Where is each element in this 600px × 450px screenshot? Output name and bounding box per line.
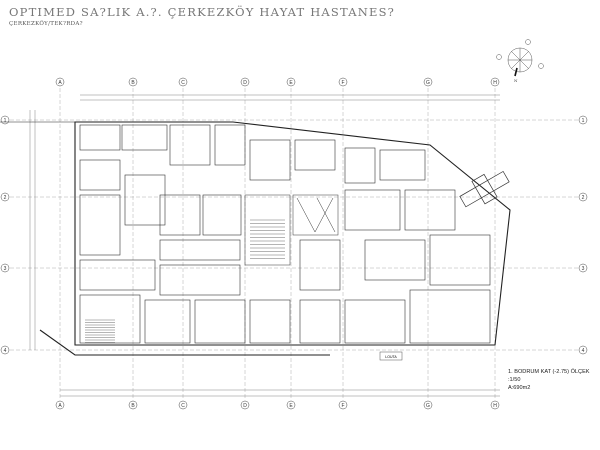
rotated-equipment	[459, 170, 510, 208]
grid-bubble-B: B	[128, 400, 138, 410]
room	[364, 239, 426, 281]
grid-bubble-4: 4	[0, 345, 10, 355]
room-tag: LOUTA	[379, 351, 403, 361]
floor-area: A:690m2	[508, 385, 531, 391]
rooms	[79, 124, 491, 344]
room	[159, 239, 241, 261]
grid-bubble-2: 2	[0, 192, 10, 202]
svg-text:D: D	[243, 80, 247, 86]
room	[249, 139, 291, 181]
svg-text:3: 3	[582, 266, 585, 272]
grid-bubbles: A A B B C C D D E E F F G G H H 1 1 2 2 3 3 4 4	[0, 77, 588, 410]
svg-text:4: 4	[4, 348, 7, 354]
room	[79, 259, 156, 291]
svg-text:1: 1	[4, 118, 7, 124]
svg-text:2: 2	[582, 195, 585, 201]
grid-bubble-G: G	[423, 400, 433, 410]
grid-bubble-C: C	[178, 77, 188, 87]
svg-text:N: N	[514, 78, 518, 83]
svg-text:B: B	[131, 403, 135, 409]
svg-text:D: D	[243, 403, 247, 409]
grid-bubble-C: C	[178, 400, 188, 410]
svg-text:2: 2	[4, 195, 7, 201]
svg-text:LOUTA: LOUTA	[385, 355, 397, 359]
svg-text:C: C	[181, 80, 185, 86]
room	[79, 194, 121, 256]
room	[79, 124, 121, 151]
grid-bubble-D: D	[240, 77, 250, 87]
svg-text:H: H	[493, 80, 497, 86]
grid-bubble-E: E	[286, 77, 296, 87]
room	[429, 234, 491, 286]
room	[144, 299, 191, 344]
stairs	[85, 219, 285, 343]
room	[379, 149, 426, 181]
room	[344, 299, 406, 344]
svg-text:4: 4	[582, 348, 585, 354]
room	[159, 194, 201, 236]
room	[294, 139, 336, 171]
room	[202, 194, 242, 236]
svg-text:F: F	[341, 403, 344, 409]
svg-text:E: E	[289, 80, 293, 86]
room	[121, 124, 168, 151]
room	[79, 294, 141, 344]
grid-bubble-G: G	[423, 77, 433, 87]
room	[194, 299, 246, 344]
drawing-caption: 1. BODRUM KAT (-2.75) ÖLÇEK :1/50 A:690m…	[508, 368, 600, 392]
room	[159, 264, 241, 296]
room	[409, 289, 491, 344]
svg-text:3: 3	[4, 266, 7, 272]
room	[214, 124, 246, 166]
svg-text:G: G	[426, 403, 430, 409]
grid-bubble-E: E	[286, 400, 296, 410]
svg-text:F: F	[341, 80, 344, 86]
north-arrow-icon: N	[496, 39, 544, 83]
grid-bubble-F: F	[338, 400, 348, 410]
grid-bubble-H: H	[490, 400, 500, 410]
grid-bubble-B: B	[128, 77, 138, 87]
grid-bubble-3: 3	[578, 263, 588, 273]
room	[344, 189, 401, 231]
svg-text:E: E	[289, 403, 293, 409]
room	[299, 239, 341, 291]
project-location: ÇERKEZKÖY/TEK?RDA?	[9, 21, 83, 27]
grid-bubble-H: H	[490, 77, 500, 87]
svg-text:A: A	[58, 80, 62, 86]
svg-text:G: G	[426, 80, 430, 86]
room	[79, 159, 121, 191]
room	[344, 147, 376, 184]
svg-text:C: C	[181, 403, 185, 409]
grid-lines	[10, 88, 578, 400]
grid-bubble-4: 4	[578, 345, 588, 355]
grid-bubble-D: D	[240, 400, 250, 410]
stair-core	[244, 194, 339, 266]
room	[249, 299, 291, 344]
room	[404, 189, 456, 231]
svg-text:A: A	[58, 403, 62, 409]
svg-text:H: H	[493, 403, 497, 409]
grid-bubble-1: 1	[0, 115, 10, 125]
svg-text:1: 1	[582, 118, 585, 124]
grid-bubble-2: 2	[578, 192, 588, 202]
svg-text:B: B	[131, 80, 135, 86]
floor-label: 1. BODRUM KAT (-2.75) ÖLÇEK :1/50	[508, 369, 590, 383]
room	[299, 299, 341, 344]
grid-bubble-A: A	[55, 77, 65, 87]
grid-bubble-3: 3	[0, 263, 10, 273]
grid-bubble-1: 1	[578, 115, 588, 125]
dimension-lines	[29, 94, 500, 397]
building-outline	[0, 121, 511, 356]
grid-bubble-A: A	[55, 400, 65, 410]
room	[169, 124, 211, 166]
grid-bubble-F: F	[338, 77, 348, 87]
project-title: OPTIMED SA?LIK A.?. ÇERKEZKÖY HAYAT HAST…	[9, 5, 396, 19]
room	[124, 174, 166, 226]
